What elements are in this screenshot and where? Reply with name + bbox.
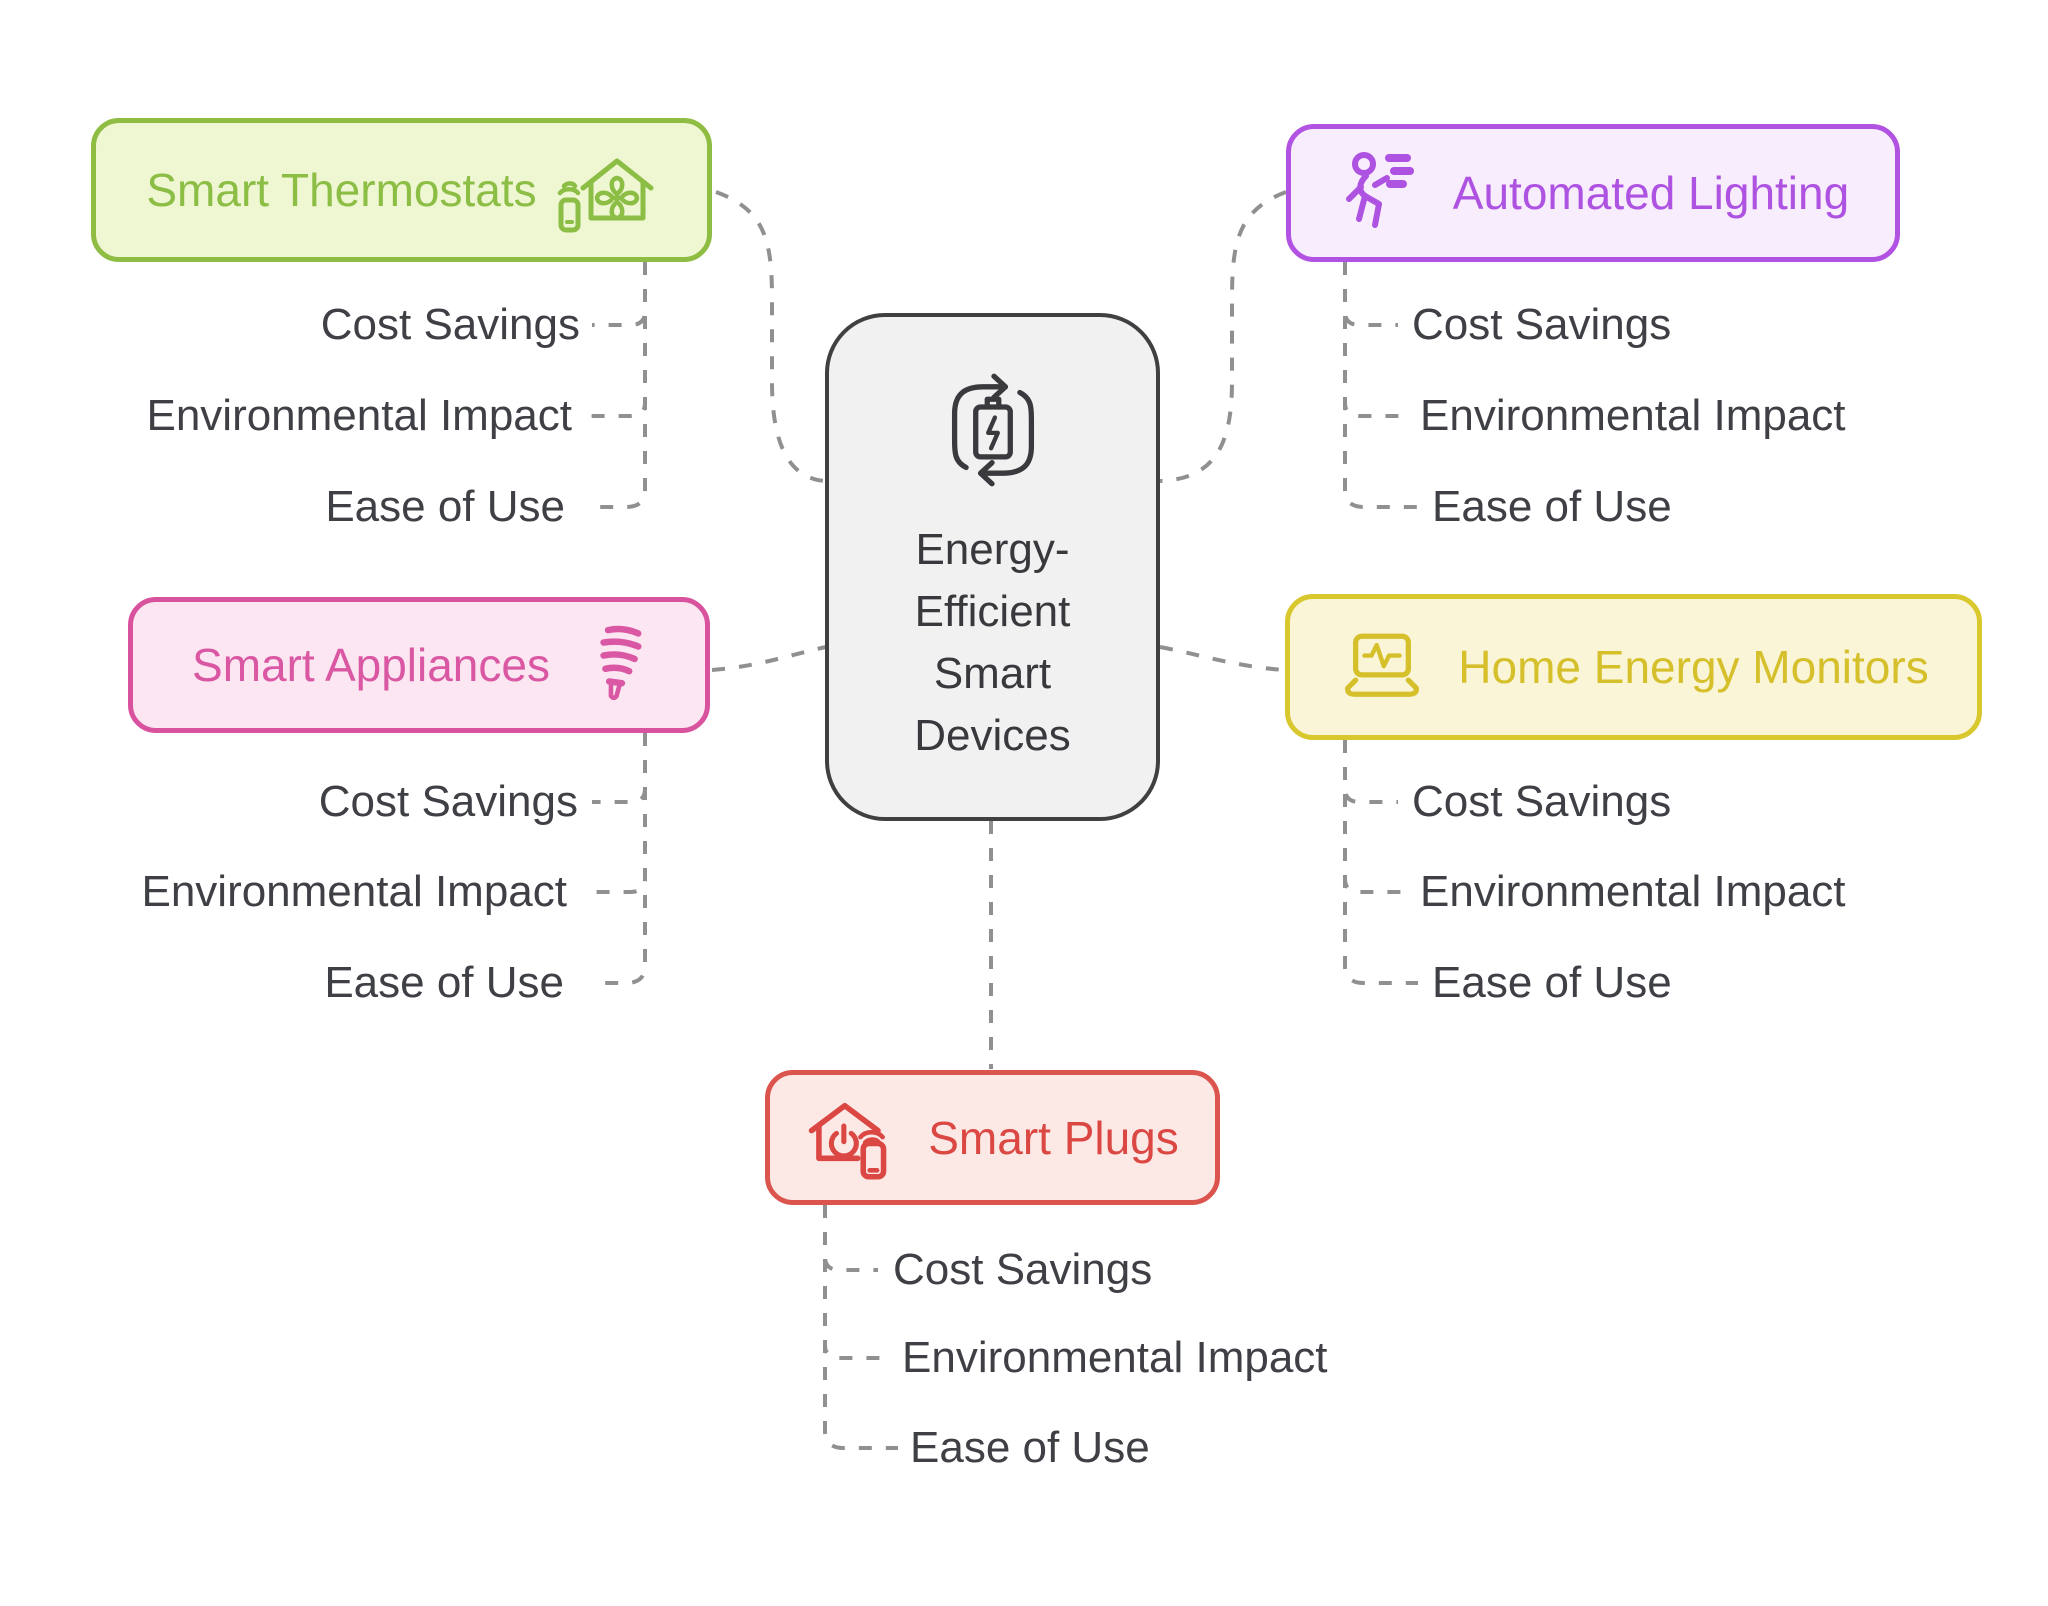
child-automated-lighting-ease-of-use: Ease of Use — [1432, 482, 1672, 531]
house-fan-remote-icon — [553, 144, 657, 236]
center-label-line-4: Devices — [914, 711, 1071, 760]
node-smart-appliances: Smart Appliances — [128, 597, 710, 733]
edge-center-automated-lighting — [1159, 190, 1287, 483]
laptop-energy-monitor-icon — [1338, 631, 1426, 703]
edge-smart-plugs-cost-savings — [823, 1205, 878, 1272]
child-smart-plugs-cost-savings: Cost Savings — [893, 1245, 1153, 1294]
child-smart-thermostats-ease-of-use: Ease of Use — [325, 482, 565, 531]
edge-automated-lighting-environmental-impact — [1343, 262, 1405, 418]
edge-smart-appliances-cost-savings — [592, 733, 647, 804]
child-home-energy-monitors-cost-savings: Cost Savings — [1412, 777, 1672, 826]
edge-smart-plugs-ease-of-use — [823, 1205, 898, 1450]
child-automated-lighting-cost-savings: Cost Savings — [1412, 300, 1672, 349]
center-label-line-2: Efficient — [914, 587, 1071, 636]
edge-automated-lighting-cost-savings — [1343, 262, 1398, 327]
node-smart-thermostats: Smart Thermostats — [91, 118, 712, 262]
edge-center-smart-appliances — [711, 645, 827, 672]
child-automated-lighting-environmental-impact: Environmental Impact — [1420, 391, 1846, 440]
child-smart-appliances-cost-savings: Cost Savings — [318, 777, 578, 826]
child-home-energy-monitors-ease-of-use: Ease of Use — [1432, 958, 1672, 1007]
child-smart-plugs-environmental-impact: Environmental Impact — [902, 1333, 1328, 1382]
node-home-energy-monitors-label: Home Energy Monitors — [1458, 641, 1929, 693]
child-smart-appliances-ease-of-use: Ease of Use — [324, 958, 564, 1007]
edge-home-energy-monitors-environmental-impact — [1343, 740, 1405, 894]
edge-smart-appliances-ease-of-use — [600, 733, 647, 985]
child-home-energy-monitors-environmental-impact: Environmental Impact — [1420, 867, 1846, 916]
house-power-phone-icon — [806, 1093, 902, 1183]
center-label-line-1: Energy- — [915, 525, 1070, 574]
battery-sync-icon — [945, 367, 1041, 493]
child-smart-plugs-ease-of-use: Ease of Use — [910, 1423, 1150, 1472]
edge-home-energy-monitors-ease-of-use — [1343, 740, 1418, 985]
node-smart-plugs: Smart Plugs — [765, 1070, 1220, 1205]
edge-center-smart-thermostats — [715, 190, 827, 483]
node-center: Energy- Efficient Smart Devices — [825, 313, 1160, 821]
motion-sensor-person-icon — [1337, 147, 1429, 239]
edge-center-home-energy-monitors — [1159, 645, 1285, 672]
child-smart-thermostats-environmental-impact: Environmental Impact — [146, 391, 572, 440]
edge-smart-thermostats-cost-savings — [592, 262, 647, 327]
edge-home-energy-monitors-cost-savings — [1343, 740, 1398, 804]
child-smart-thermostats-cost-savings: Cost Savings — [320, 300, 580, 349]
node-smart-thermostats-label: Smart Thermostats — [146, 164, 537, 216]
node-smart-appliances-label: Smart Appliances — [192, 639, 550, 691]
node-automated-lighting: Automated Lighting — [1286, 124, 1900, 262]
edge-smart-plugs-environmental-impact — [823, 1205, 888, 1360]
child-smart-appliances-environmental-impact: Environmental Impact — [141, 867, 567, 916]
cfl-bulb-icon — [590, 619, 646, 711]
edge-smart-thermostats-ease-of-use — [600, 262, 647, 509]
node-center-label: Energy- Efficient Smart Devices — [914, 519, 1071, 767]
center-label-line-3: Smart — [933, 649, 1052, 698]
edge-smart-appliances-environmental-impact — [585, 733, 647, 894]
edge-automated-lighting-ease-of-use — [1343, 262, 1418, 509]
node-home-energy-monitors: Home Energy Monitors — [1285, 594, 1982, 740]
node-smart-plugs-label: Smart Plugs — [928, 1111, 1179, 1164]
edge-smart-thermostats-environmental-impact — [585, 262, 647, 418]
node-automated-lighting-label: Automated Lighting — [1452, 167, 1850, 219]
